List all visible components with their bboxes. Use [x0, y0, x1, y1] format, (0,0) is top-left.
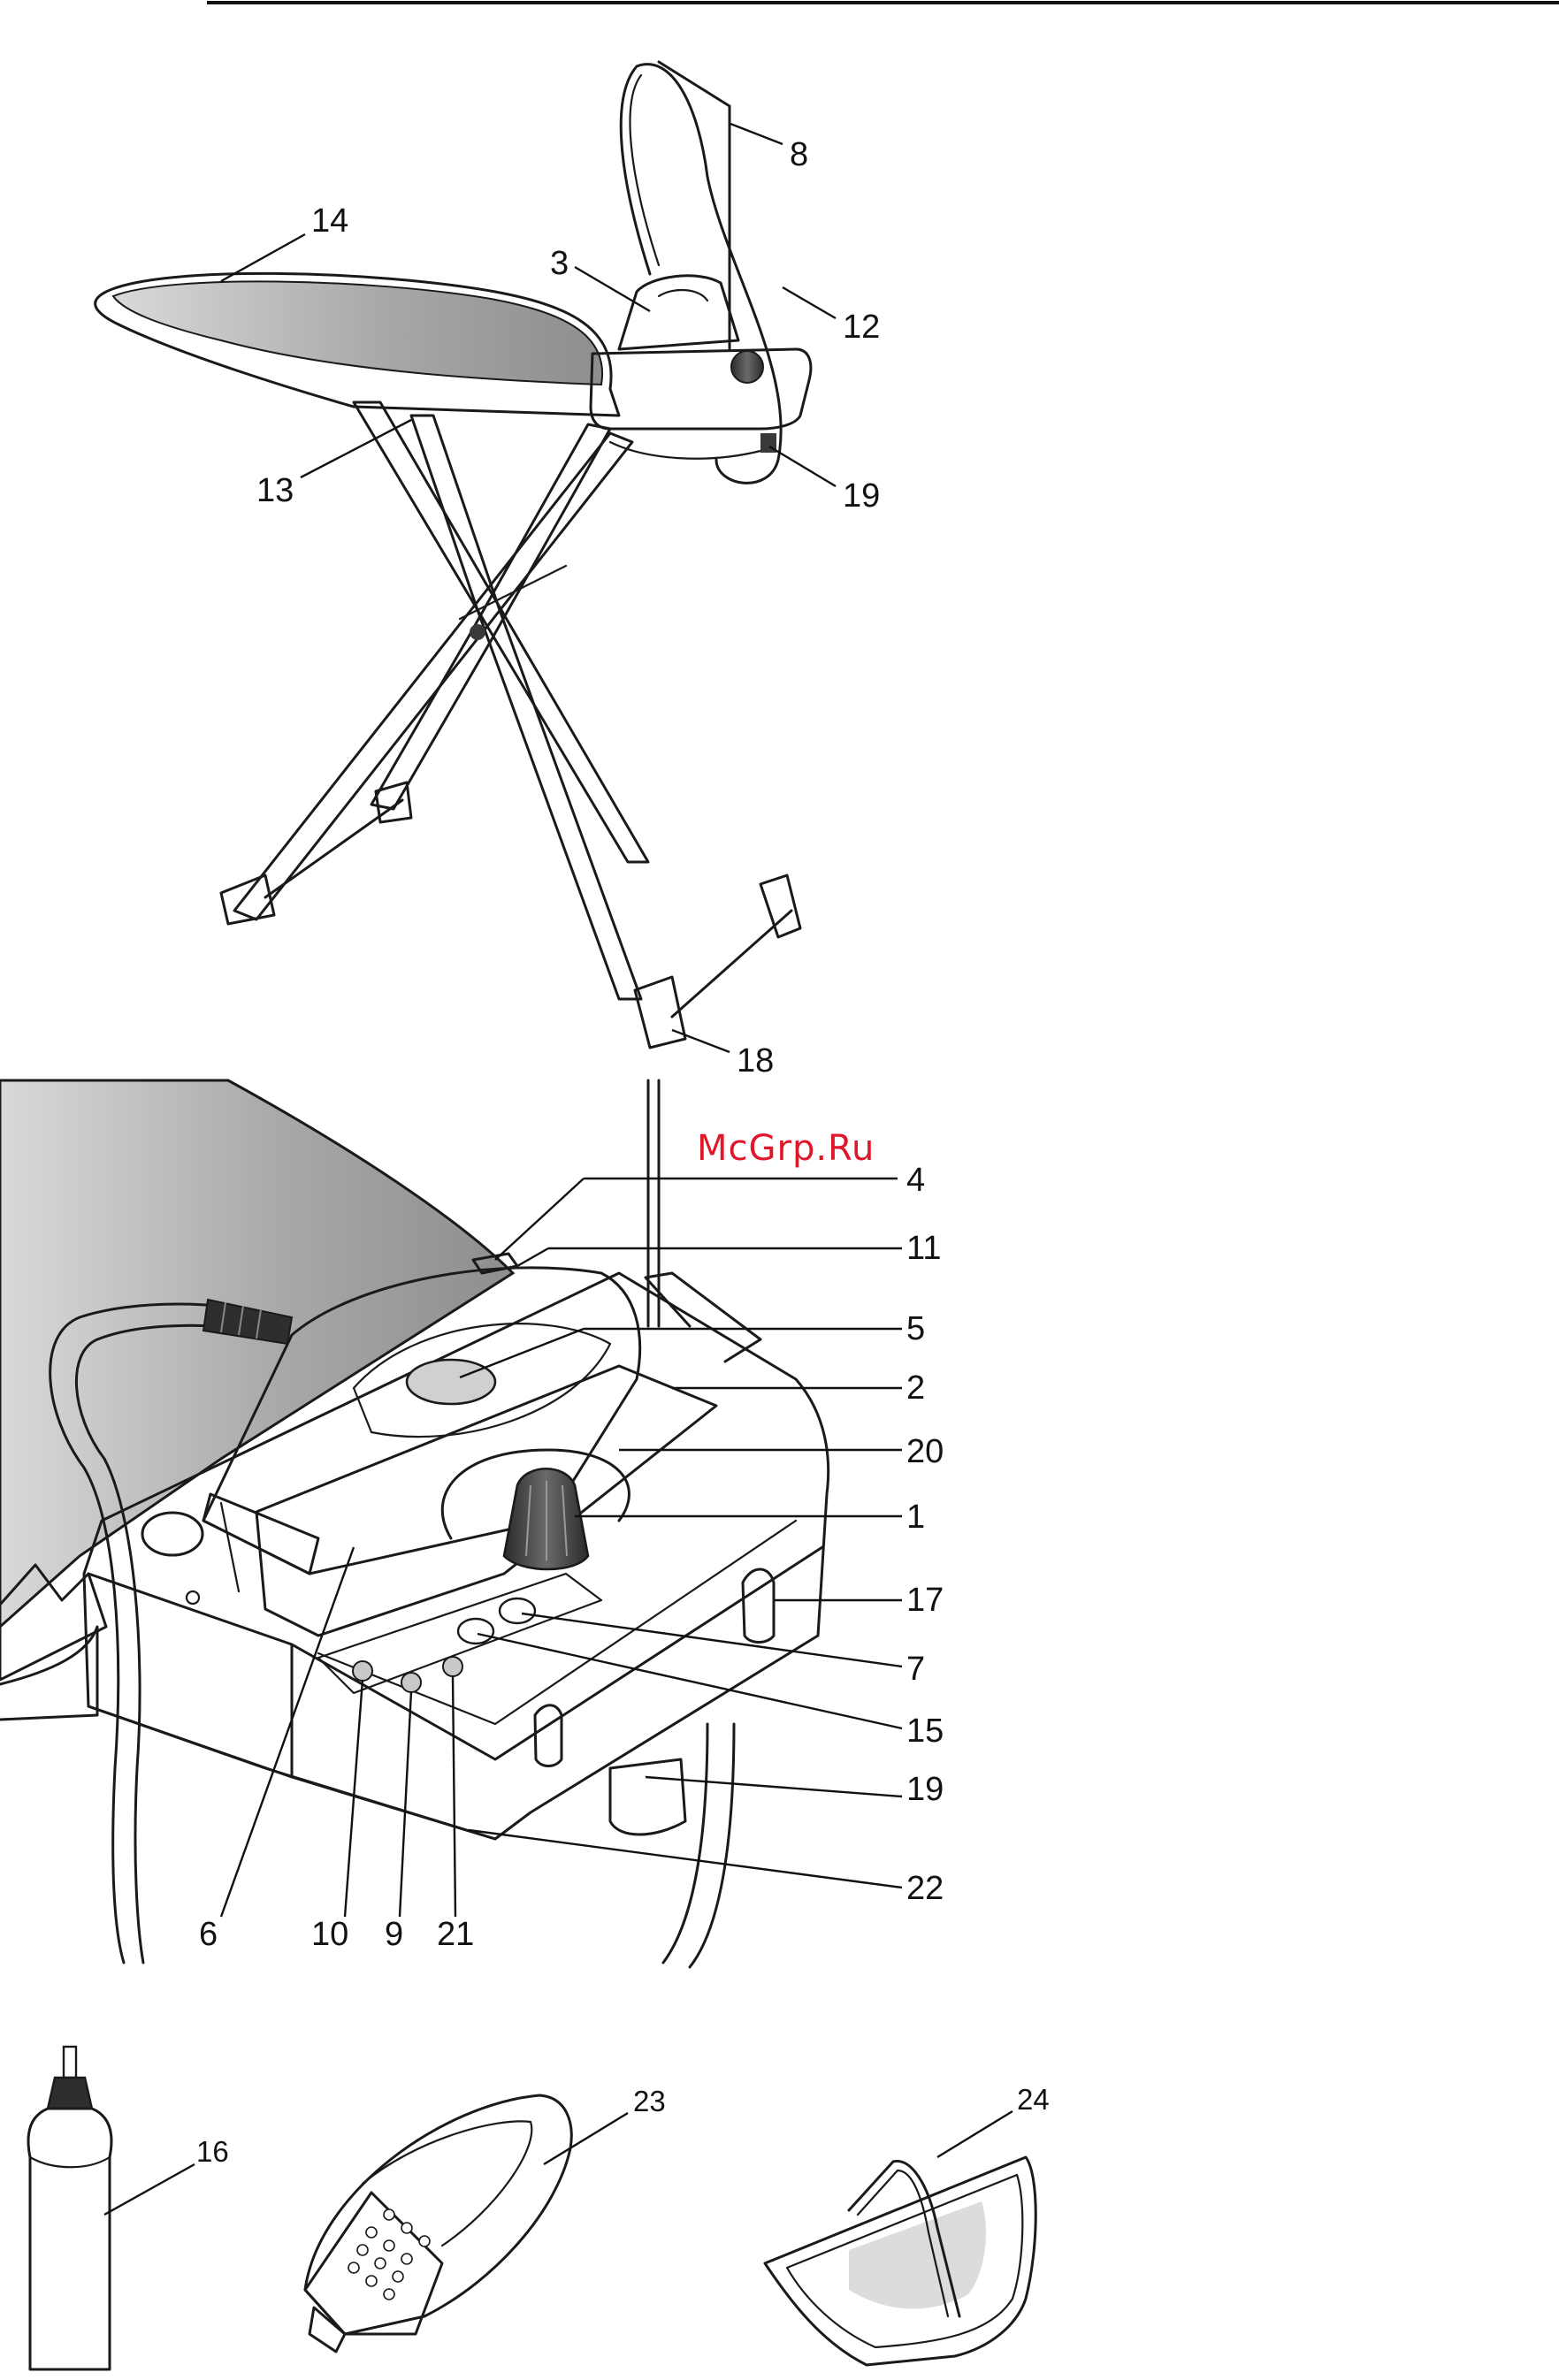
label-17: 17	[906, 1582, 944, 1619]
indicator-lamp-21	[443, 1657, 462, 1676]
board-foot-right-rear	[760, 875, 800, 937]
steam-button-5	[407, 1360, 495, 1404]
label-22: 22	[906, 1870, 944, 1907]
control-button-15	[458, 1619, 493, 1644]
water-bottle-icon	[28, 2047, 111, 2369]
figure1-leaders	[221, 124, 836, 1052]
figure-accessories: 16 23 24	[28, 2047, 1050, 2369]
indicator-lamp-10	[353, 1661, 372, 1681]
figure-ironing-board: 14 3 8 12 13 19 18	[96, 62, 881, 1079]
label-6: 6	[199, 1916, 218, 1953]
label-18: 18	[737, 1042, 774, 1079]
label-15: 15	[906, 1713, 944, 1750]
label-20: 20	[906, 1433, 944, 1470]
indicator-lamp-9	[401, 1673, 421, 1692]
iron-shoe-icon	[765, 2157, 1036, 2365]
label-16: 16	[196, 2135, 229, 2168]
label-7: 7	[906, 1651, 925, 1688]
label-2: 2	[906, 1369, 925, 1407]
figure1-labels: 14 3 8 12 13 19 18	[256, 136, 880, 1079]
label-4: 4	[906, 1162, 925, 1199]
label-24: 24	[1017, 2083, 1050, 2116]
label-11: 11	[906, 1230, 941, 1267]
hose-support-mast	[659, 62, 730, 106]
label-14: 14	[311, 202, 348, 240]
label-1: 1	[906, 1499, 925, 1536]
label-19: 19	[843, 477, 880, 515]
label-10: 10	[311, 1916, 348, 1953]
label-3: 3	[550, 245, 569, 282]
figure-station-closeup: McGrp.Ru 4 11 5 2 20 1 17 7 15 19 22 6 1…	[0, 1080, 944, 1967]
label-5: 5	[906, 1310, 925, 1347]
steam-iron-icon	[619, 276, 763, 383]
iron-rest-icon	[305, 2095, 571, 2352]
label-23: 23	[633, 2085, 666, 2117]
cord-hook-19	[610, 1759, 685, 1835]
steam-hose	[621, 65, 781, 484]
temperature-knob-1	[504, 1468, 588, 1569]
label-19-closeup: 19	[906, 1771, 944, 1808]
board-legs	[221, 402, 800, 1048]
figure3-leaders	[104, 2111, 1013, 2215]
label-9: 9	[385, 1916, 403, 1953]
control-button-7	[500, 1598, 535, 1623]
label-8: 8	[790, 136, 808, 173]
figure3-labels: 16 23 24	[196, 2083, 1050, 2168]
steam-station-base-icon	[591, 349, 811, 459]
ironing-board-icon	[96, 273, 619, 416]
iron-rest-plate-2	[256, 1366, 716, 1636]
label-12: 12	[843, 309, 880, 346]
label-13: 13	[256, 472, 294, 509]
watermark-text: McGrp.Ru	[697, 1128, 875, 1169]
label-21: 21	[437, 1916, 474, 1953]
